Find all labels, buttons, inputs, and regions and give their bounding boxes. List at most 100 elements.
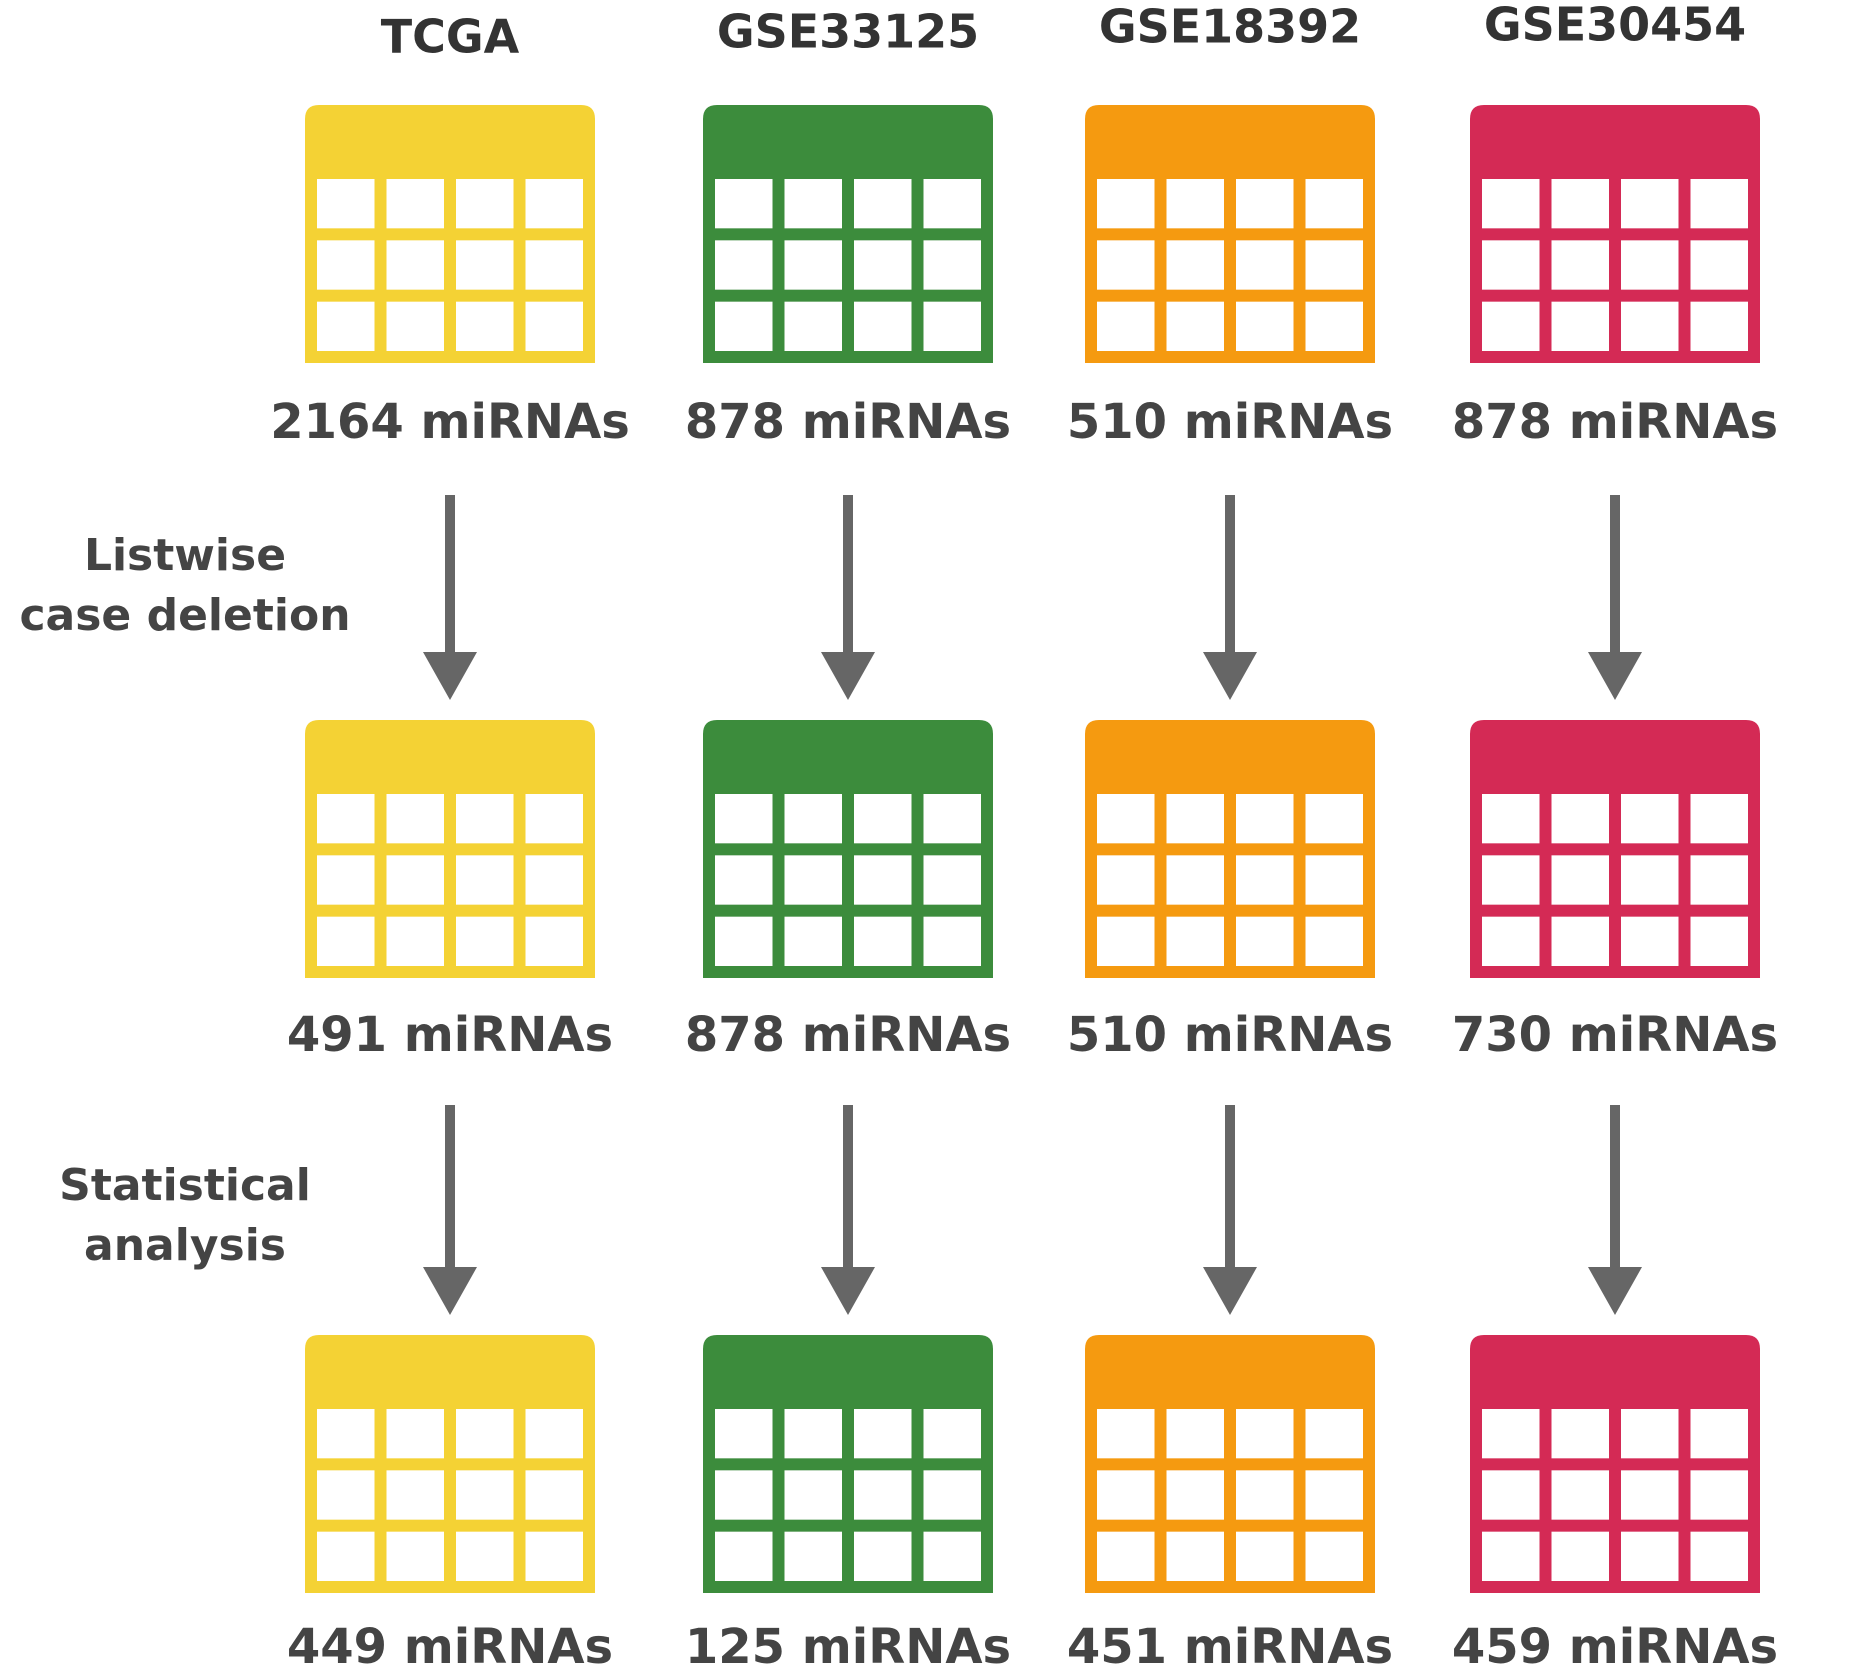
table-cell xyxy=(1621,794,1679,844)
table-cell xyxy=(317,794,375,844)
table-header-band xyxy=(305,1335,595,1397)
table-cell xyxy=(1621,916,1679,966)
table-cell xyxy=(1097,240,1155,290)
table-header-band xyxy=(1470,720,1760,782)
table-cell xyxy=(784,1531,842,1581)
table-icon xyxy=(305,105,595,363)
table-cell xyxy=(386,1409,444,1459)
table-cell xyxy=(715,794,773,844)
table-cell xyxy=(715,855,773,905)
table-cell xyxy=(923,1531,981,1581)
mirna-count-label: 510 miRNAs xyxy=(1067,394,1393,450)
table-cell xyxy=(715,240,773,290)
table-icon xyxy=(703,1335,993,1593)
table-cell xyxy=(386,240,444,290)
table-icon xyxy=(1085,105,1375,363)
table-icon xyxy=(305,720,595,978)
table-cell xyxy=(456,179,514,229)
table-cell xyxy=(1482,240,1540,290)
table-cell xyxy=(317,916,375,966)
arrow-head xyxy=(1588,652,1642,700)
table-cell xyxy=(923,855,981,905)
table-cell xyxy=(386,179,444,229)
table-cell xyxy=(784,301,842,351)
table-cell xyxy=(1690,1409,1748,1459)
mirna-count-label: 2164 miRNAs xyxy=(270,394,630,450)
table-cell xyxy=(525,301,583,351)
table-cell xyxy=(1166,1531,1224,1581)
table-cell xyxy=(923,179,981,229)
table-cell xyxy=(854,916,912,966)
table-cell xyxy=(386,301,444,351)
table-cell xyxy=(1551,301,1609,351)
mirna-count-label: 878 miRNAs xyxy=(685,394,1011,450)
table-cell xyxy=(784,794,842,844)
table-icon xyxy=(1085,720,1375,978)
mirna-count-label: 491 miRNAs xyxy=(287,1007,613,1063)
table-cell xyxy=(923,1409,981,1459)
table-cell xyxy=(525,1470,583,1520)
table-cell xyxy=(317,855,375,905)
table-cell xyxy=(525,916,583,966)
table-cell xyxy=(784,179,842,229)
table-cell xyxy=(1690,179,1748,229)
table-header-band xyxy=(1470,105,1760,167)
table-cell xyxy=(854,855,912,905)
table-cell xyxy=(854,794,912,844)
mirna-count-label: 125 miRNAs xyxy=(685,1619,1011,1675)
table-cell xyxy=(456,1531,514,1581)
table-cell xyxy=(1097,1470,1155,1520)
down-arrow-icon xyxy=(821,495,875,700)
table-cell xyxy=(1166,1409,1224,1459)
table-cell xyxy=(1690,301,1748,351)
processing-step-label: Statistical xyxy=(59,1160,311,1211)
table-cell xyxy=(715,179,773,229)
table-header-band xyxy=(305,720,595,782)
table-icon xyxy=(1085,1335,1375,1593)
table-cell xyxy=(1690,916,1748,966)
table-header-band xyxy=(305,105,595,167)
table-header-band xyxy=(703,1335,993,1397)
table-icon xyxy=(703,720,993,978)
dataset-title: TCGA xyxy=(381,10,520,64)
table-cell xyxy=(1621,1470,1679,1520)
table-cell xyxy=(317,240,375,290)
table-cell xyxy=(1305,855,1363,905)
table-cell xyxy=(1551,179,1609,229)
table-cell xyxy=(1690,1470,1748,1520)
dataset-title: GSE30454 xyxy=(1484,0,1746,52)
table-cell xyxy=(456,1409,514,1459)
table-cell xyxy=(1097,179,1155,229)
table-cell xyxy=(854,179,912,229)
table-cell xyxy=(317,179,375,229)
mirna-count-label: 510 miRNAs xyxy=(1067,1007,1393,1063)
mirna-count-label: 451 miRNAs xyxy=(1067,1619,1393,1675)
down-arrow-icon xyxy=(1588,495,1642,700)
dataset-title: GSE18392 xyxy=(1099,0,1361,54)
down-arrow-icon xyxy=(821,1105,875,1315)
table-cell xyxy=(1482,855,1540,905)
table-cell xyxy=(1482,301,1540,351)
table-cell xyxy=(1621,1409,1679,1459)
table-cell xyxy=(1482,179,1540,229)
arrow-head xyxy=(1588,1267,1642,1315)
arrow-head xyxy=(1203,1267,1257,1315)
table-icon xyxy=(1470,720,1760,978)
table-cell xyxy=(715,1470,773,1520)
table-cell xyxy=(1621,1531,1679,1581)
mirna-count-label: 459 miRNAs xyxy=(1452,1619,1778,1675)
table-cell xyxy=(1166,240,1224,290)
table-cell xyxy=(317,1409,375,1459)
table-cell xyxy=(923,916,981,966)
arrow-head xyxy=(423,1267,477,1315)
table-cell xyxy=(1097,794,1155,844)
table-cell xyxy=(715,1531,773,1581)
table-cell xyxy=(1166,794,1224,844)
table-cell xyxy=(1236,855,1294,905)
table-cell xyxy=(1621,301,1679,351)
down-arrow-icon xyxy=(1203,1105,1257,1315)
table-cell xyxy=(1097,855,1155,905)
table-cell xyxy=(456,301,514,351)
table-cell xyxy=(386,794,444,844)
table-cell xyxy=(317,301,375,351)
